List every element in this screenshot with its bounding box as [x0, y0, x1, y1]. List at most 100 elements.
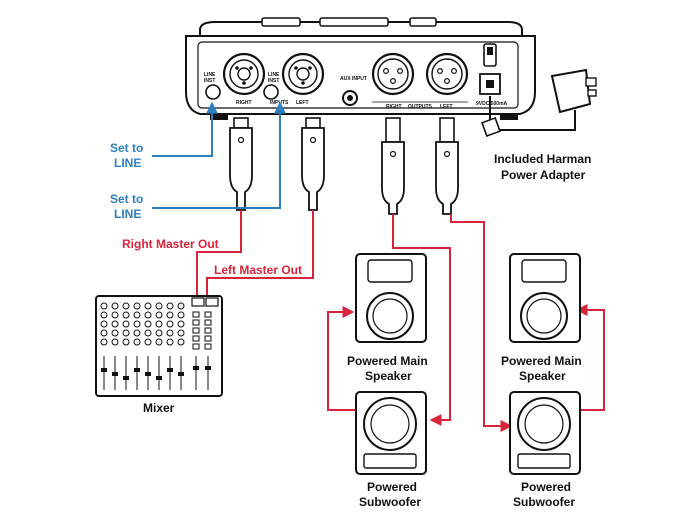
- mixer-fader: [145, 372, 151, 376]
- mixer-knob: [122, 302, 130, 310]
- mixer-button: [192, 343, 200, 350]
- mixer-fader: [178, 372, 184, 376]
- subwoofer-right: [509, 391, 581, 475]
- audio-interface-device: LINE INST RIGHT LINE INST INPUTS: [185, 17, 536, 120]
- mixer-knob: [144, 329, 152, 337]
- mixer-knob: [133, 311, 141, 319]
- mixer-button: [204, 327, 212, 334]
- mixer-fader: [205, 366, 211, 370]
- power-switch[interactable]: [483, 43, 497, 67]
- main-speaker-right-label-1: Powered Main: [501, 354, 582, 368]
- xlr-output-left[interactable]: [425, 52, 469, 96]
- mixer-knob: [177, 302, 185, 310]
- power-adapter-label-1: Included Harman: [494, 152, 591, 166]
- set-line-label-1b: LINE: [114, 156, 141, 170]
- mixer-knob: [177, 338, 185, 346]
- set-line-label-2b: LINE: [114, 207, 141, 221]
- panel-label-out-right: RIGHT: [386, 104, 402, 110]
- mixer-knob: [166, 338, 174, 346]
- subwoofer-left-label-2: Subwoofer: [359, 495, 421, 509]
- jack-plug-left-input: [301, 117, 325, 211]
- main-speaker-left: [355, 253, 427, 343]
- mixer-knob: [122, 338, 130, 346]
- aux-input-jack[interactable]: [342, 90, 358, 106]
- left-master-out-label: Left Master Out: [214, 263, 302, 277]
- main-speaker-left-label-2: Speaker: [365, 369, 412, 383]
- mixer-button: [204, 335, 212, 342]
- mixer-knob: [177, 311, 185, 319]
- mixer-knob: [111, 320, 119, 328]
- mixer-knob: [111, 302, 119, 310]
- mixer-fader: [112, 372, 118, 376]
- mixer-knob: [133, 338, 141, 346]
- panel-label-out-left: LEFT: [440, 104, 453, 110]
- mixer-knob: [155, 329, 163, 337]
- mixer-fader: [167, 368, 173, 372]
- combo-input-right[interactable]: [222, 52, 266, 96]
- panel-label-left: LEFT: [296, 100, 309, 106]
- mixer-knob: [100, 302, 108, 310]
- mixer-knob: [177, 329, 185, 337]
- mixer-fader: [156, 376, 162, 380]
- right-master-out-label: Right Master Out: [122, 237, 219, 251]
- set-line-label-1a: Set to: [110, 141, 143, 155]
- mixer-knob: [122, 320, 130, 328]
- main-speaker-right-label-2: Speaker: [519, 369, 566, 383]
- jack-plug-right-input: [229, 117, 253, 211]
- svg-text:INST: INST: [268, 78, 279, 84]
- mixer-knob: [122, 311, 130, 319]
- main-speaker-right: [509, 253, 581, 343]
- mixer-knob: [155, 311, 163, 319]
- svg-text:LINE: LINE: [268, 72, 280, 78]
- mixer-knob: [144, 302, 152, 310]
- mixer-label: Mixer: [143, 401, 175, 415]
- power-adapter-label-2: Power Adapter: [501, 168, 586, 182]
- mixer-icon: [95, 295, 223, 397]
- mixer-button: [192, 327, 200, 334]
- mixer-knob: [144, 320, 152, 328]
- main-speaker-left-label-1: Powered Main: [347, 354, 428, 368]
- mixer-fader: [123, 376, 129, 380]
- mixer-knob: [111, 329, 119, 337]
- mixer-fader: [134, 368, 140, 372]
- line-inst-switch-left[interactable]: LINE INST: [263, 72, 280, 100]
- panel-label-right: RIGHT: [236, 100, 252, 106]
- mixer-button: [192, 319, 200, 326]
- mixer-knob: [144, 311, 152, 319]
- mixer-knob: [100, 338, 108, 346]
- svg-text:INST: INST: [204, 78, 215, 84]
- xlr-plug-left-output: [435, 117, 459, 215]
- subwoofer-right-label-2: Subwoofer: [513, 495, 575, 509]
- mixer-knob: [166, 311, 174, 319]
- mixer-button: [192, 311, 200, 318]
- mixer-knob: [166, 302, 174, 310]
- mixer-knob: [100, 320, 108, 328]
- dc-power-jack[interactable]: [479, 73, 501, 95]
- line-switch-indicators: [152, 101, 286, 209]
- combo-input-left[interactable]: [281, 52, 325, 96]
- mixer-button: [204, 343, 212, 350]
- mixer-knob: [166, 329, 174, 337]
- mixer-knob: [166, 320, 174, 328]
- xlr-output-right[interactable]: [371, 52, 415, 96]
- mixer-knob: [177, 320, 185, 328]
- line-inst-switch-right[interactable]: LINE INST: [204, 72, 221, 100]
- mixer-knob: [155, 320, 163, 328]
- mixer-knob: [144, 338, 152, 346]
- set-line-label-2a: Set to: [110, 192, 143, 206]
- red-signal-cables: [196, 210, 605, 432]
- mixer-knob: [133, 329, 141, 337]
- mixer-knob: [133, 320, 141, 328]
- mixer-knob: [155, 338, 163, 346]
- panel-label-aux: AUX INPUT: [340, 76, 367, 82]
- mixer-knob: [111, 338, 119, 346]
- mixer-button: [204, 319, 212, 326]
- xlr-plug-right-output: [381, 117, 405, 215]
- subwoofer-right-label-1: Powered: [521, 480, 571, 494]
- panel-label-power: 9VDC 500mA: [476, 101, 508, 107]
- mixer-fader: [101, 368, 107, 372]
- mixer-fader: [193, 366, 199, 370]
- mixer-knob: [100, 329, 108, 337]
- mixer-button: [204, 311, 212, 318]
- panel-label-outputs: OUTPUTS: [408, 104, 433, 110]
